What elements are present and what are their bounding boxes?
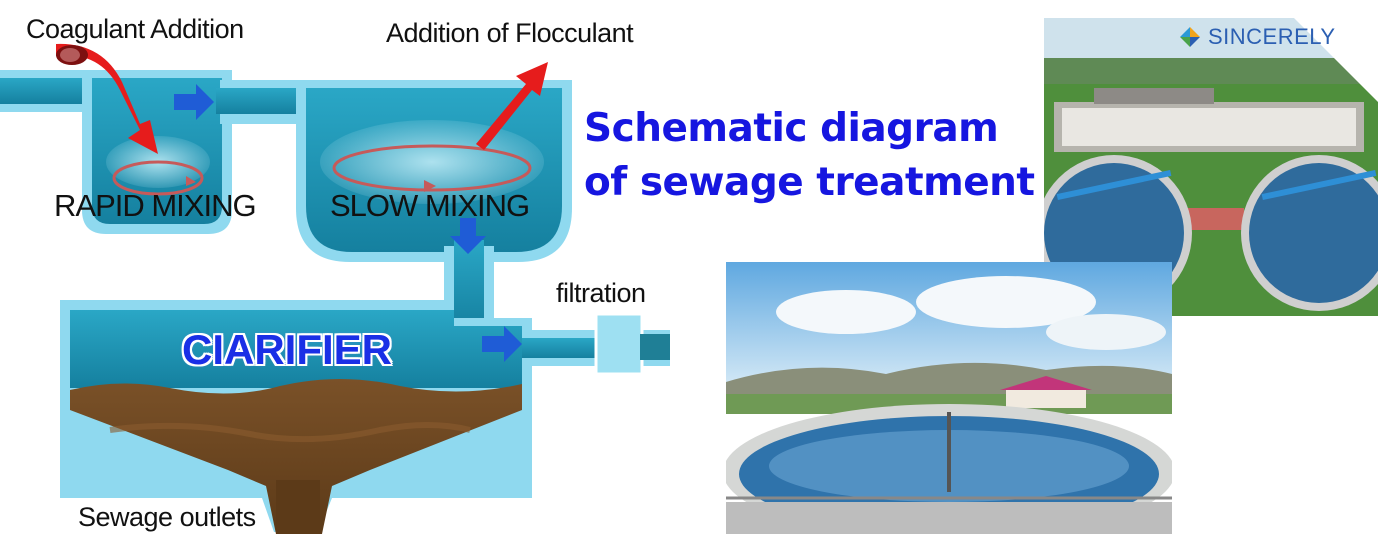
filter-unit [596, 314, 642, 374]
filtration-label: filtration [556, 278, 646, 309]
brand-name: SINCERELY [1208, 24, 1336, 50]
caption-line-1: Schematic diagram [584, 102, 1035, 156]
sewage-treatment-diagram [0, 0, 720, 549]
rapid-mixing-label: RAPID MIXING [54, 188, 256, 224]
ground-plant-photo [726, 262, 1172, 534]
sewage-outlets-label: Sewage outlets [78, 502, 256, 533]
coagulant-addition-label: Coagulant Addition [26, 14, 244, 45]
caption-line-2: of sewage treatment [584, 156, 1035, 210]
flocculant-addition-label: Addition of Flocculant [386, 18, 633, 49]
diagram-caption: Schematic diagram of sewage treatment [584, 102, 1035, 210]
slow-mixing-label: SLOW MIXING [330, 188, 529, 224]
sincerely-logo-icon [1178, 25, 1202, 49]
clarifier-label: CIARIFIER [182, 326, 392, 374]
sewage-outlet-pipe [276, 480, 320, 534]
brand-logo: SINCERELY [1178, 24, 1336, 50]
